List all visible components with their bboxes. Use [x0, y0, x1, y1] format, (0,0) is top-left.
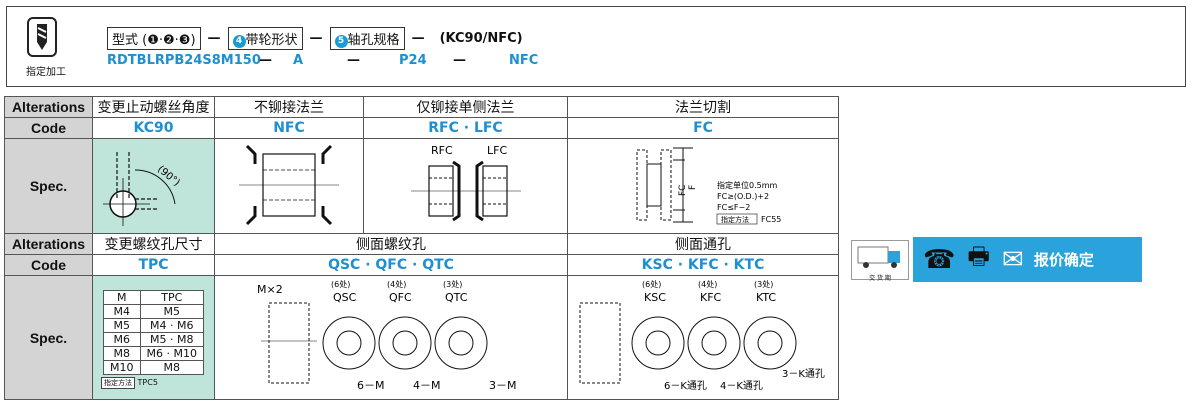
svg-text:(4处): (4处): [698, 279, 717, 289]
svg-text:QSC: QSC: [333, 291, 357, 304]
svg-text:RFC: RFC: [431, 144, 453, 157]
svg-text:6－K通孔: 6－K通孔: [664, 380, 707, 392]
svg-text:KFC: KFC: [700, 291, 722, 304]
svg-text:(4处): (4处): [387, 279, 406, 289]
svg-text:指定方法: 指定方法: [721, 215, 749, 224]
kc90-angle: (90°): [155, 164, 182, 189]
code-q: QSC · QFC · QTC: [214, 254, 568, 276]
svg-text:FC: FC: [678, 185, 688, 196]
svg-text:F: F: [688, 185, 698, 190]
row-label-code-2: Code: [4, 254, 93, 276]
example-model: RDTBLRPB24S8M150: [107, 53, 261, 68]
delivery-time-button[interactable]: 交 货 期: [851, 240, 909, 282]
phone-icon[interactable]: ☎: [923, 244, 956, 275]
svg-text:M×2: M×2: [257, 283, 283, 296]
code-k: KSC · KFC · KTC: [567, 254, 839, 276]
svg-text:FC55: FC55: [761, 215, 781, 224]
qfc-diagram: (4处) QFC 4－M: [378, 279, 441, 392]
spec-fc: FC F 指定单位0.5mm FC≥(O.D.)+2 FC≤F−2 指定方法 F…: [567, 138, 839, 234]
svg-text:QFC: QFC: [389, 291, 412, 304]
alt-rfc-lfc: 仅铆接单侧法兰: [363, 96, 568, 118]
code-kc90: KC90: [92, 117, 215, 139]
svg-text:QTC: QTC: [445, 291, 468, 304]
spec-side-through: (6处) KSC 6－K通孔 (4处) KFC 4－K通孔 (3处) KTC 3－K通…: [567, 275, 839, 400]
code-tpc: TPC: [92, 254, 215, 276]
svg-text:FC≤F−2: FC≤F−2: [717, 203, 750, 212]
kfc-diagram: (4处) KFC 4－K通孔: [687, 279, 763, 392]
spec-nfc: [214, 138, 364, 234]
alterations-table: Alterations 变更止动螺丝角度 不铆接法兰 仅铆接单侧法兰 法兰切割 …: [4, 96, 839, 400]
alteration-code-label: (KC90/NFC): [439, 31, 523, 46]
fax-icon[interactable]: 🖶: [967, 242, 991, 270]
svg-text:6－M: 6－M: [357, 379, 385, 392]
alt-nfc: 不铆接法兰: [214, 96, 364, 118]
alt-kc90: 变更止动螺丝角度: [92, 96, 215, 118]
svg-text:FC≥(O.D.)+2: FC≥(O.D.)+2: [717, 192, 769, 201]
spec-rfc-lfc: RFC LFC: [363, 138, 568, 234]
row-label-spec: Spec.: [4, 138, 93, 234]
drill-icon: [27, 17, 57, 57]
row-label-spec-2: Spec.: [4, 275, 93, 400]
example-alteration: NFC: [509, 53, 539, 68]
svg-text:LFC: LFC: [487, 144, 507, 157]
svg-text:KTC: KTC: [756, 291, 776, 304]
row-label-code: Code: [4, 117, 93, 139]
svg-text:(6处): (6处): [331, 279, 350, 289]
svg-text:(3处): (3处): [754, 279, 773, 289]
example-bore: P24: [399, 53, 427, 68]
example-shape: A: [293, 53, 304, 68]
spec-kc90: (90°): [92, 138, 215, 234]
code-nfc: NFC: [214, 117, 364, 139]
svg-text:4－M: 4－M: [413, 379, 441, 392]
svg-text:(3处): (3处): [443, 279, 462, 289]
mail-icon[interactable]: ✉: [1002, 244, 1024, 275]
spec-side-tapped: M×2 (6处) QSC 6－M (4处) QFC 4－M (3处) QTC 3－M: [214, 275, 568, 400]
alt-side-through: 侧面通孔: [567, 233, 839, 255]
svg-text:指定单位0.5mm: 指定单位0.5mm: [717, 180, 778, 190]
row-label-alterations-2: Alterations: [4, 233, 93, 255]
quote-button[interactable]: 报价确定: [1033, 251, 1094, 269]
contact-bar: ☎ 🖶 ✉ 报价确定: [913, 237, 1142, 282]
truck-icon: [857, 246, 900, 268]
svg-text:KSC: KSC: [644, 291, 666, 304]
svg-text:4－K通孔: 4－K通孔: [720, 380, 763, 392]
model-type-box: 型式 (❶·❷·❸): [107, 27, 201, 50]
svg-text:3－M: 3－M: [489, 379, 517, 392]
code-fc: FC: [567, 117, 839, 139]
qtc-diagram: (3处) QTC 3－M: [434, 279, 517, 392]
code-rfc-lfc: RFC · LFC: [363, 117, 568, 139]
ksc-diagram: (6处) KSC 6－K通孔: [631, 279, 707, 392]
row-label-alterations: Alterations: [4, 96, 93, 118]
alt-tpc: 变更螺纹孔尺寸: [92, 233, 215, 255]
ktc-diagram: (3处) KTC 3－K通孔: [743, 279, 825, 380]
alt-side-tapped: 侧面螺纹孔: [214, 233, 568, 255]
qsc-diagram: (6处) QSC 6－M: [322, 279, 385, 392]
svg-text:3－K通孔: 3－K通孔: [782, 368, 825, 380]
svg-text:(6处): (6处): [642, 279, 661, 289]
drill-caption: 指定加工: [26, 67, 66, 78]
alt-fc: 法兰切割: [567, 96, 839, 118]
